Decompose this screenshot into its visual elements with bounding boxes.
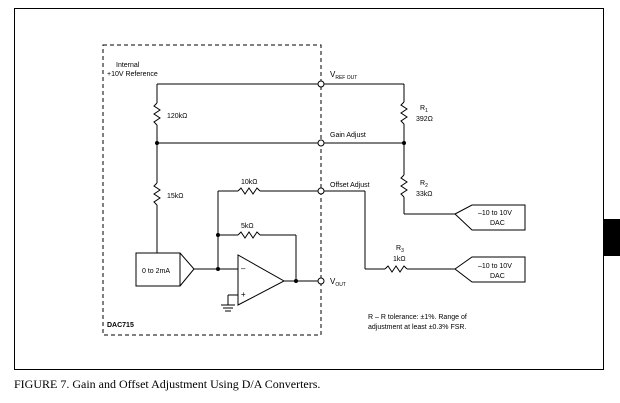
resistor-15k-label: 15kΩ <box>167 193 184 200</box>
figure-frame <box>14 8 604 370</box>
resistor-5k <box>237 231 261 239</box>
internal-ref-label-2: +10V Reference <box>107 71 158 78</box>
figure-caption: FIGURE 7. Gain and Offset Adjustment Usi… <box>14 377 321 391</box>
gain-adjust-label: Gain Adjust <box>330 132 366 139</box>
r3-label: R3 <box>396 245 404 254</box>
resistor-5k-label: 5kΩ <box>241 223 254 230</box>
tolerance-note-2: adjustment at least ±0.3% FSR. <box>368 324 466 331</box>
vout-label: VOUT <box>330 277 346 288</box>
resistor-10k-label: 10kΩ <box>241 179 258 186</box>
page-edge-tab <box>604 219 620 256</box>
dac715-boundary <box>102 44 322 336</box>
dac2-range: –10 to 10V <box>478 263 512 270</box>
dac1-box <box>454 204 526 231</box>
opamp-plus: + <box>241 290 246 299</box>
dac2-box <box>454 256 526 283</box>
pin-vref-out <box>317 80 325 88</box>
internal-ref-label-1: Internal <box>116 62 140 69</box>
resistor-r1 <box>400 101 408 125</box>
resistor-15k <box>153 182 161 206</box>
resistor-120k-label: 120kΩ <box>167 113 187 120</box>
pin-vout <box>317 277 325 285</box>
dac1-label: DAC <box>490 220 505 227</box>
current-source-box <box>135 252 181 287</box>
r1-label: R1 <box>420 105 428 114</box>
current-source-label: 0 to 2mA <box>142 268 170 275</box>
opamp-minus: – <box>241 264 246 273</box>
resistor-10k <box>237 187 261 195</box>
tolerance-note-1: R – R tolerance: ±1%. Range of <box>368 314 467 321</box>
resistor-120k <box>153 102 161 126</box>
opamp-symbol <box>237 254 286 306</box>
pin-offset-adjust <box>317 187 325 195</box>
r2-value: 33kΩ <box>416 191 433 198</box>
resistor-r2 <box>400 174 408 198</box>
dac1-range: –10 to 10V <box>478 210 512 217</box>
vref-out-label: VREF OUT <box>330 70 357 81</box>
r2-label: R2 <box>420 180 428 189</box>
resistor-r3 <box>384 265 408 273</box>
chip-name: DAC715 <box>107 322 134 329</box>
dac2-label: DAC <box>490 273 505 280</box>
offset-adjust-label: Offset Adjust <box>330 182 370 189</box>
r1-value: 392Ω <box>416 116 433 123</box>
r3-value: 1kΩ <box>393 256 406 263</box>
pin-gain-adjust <box>317 139 325 147</box>
